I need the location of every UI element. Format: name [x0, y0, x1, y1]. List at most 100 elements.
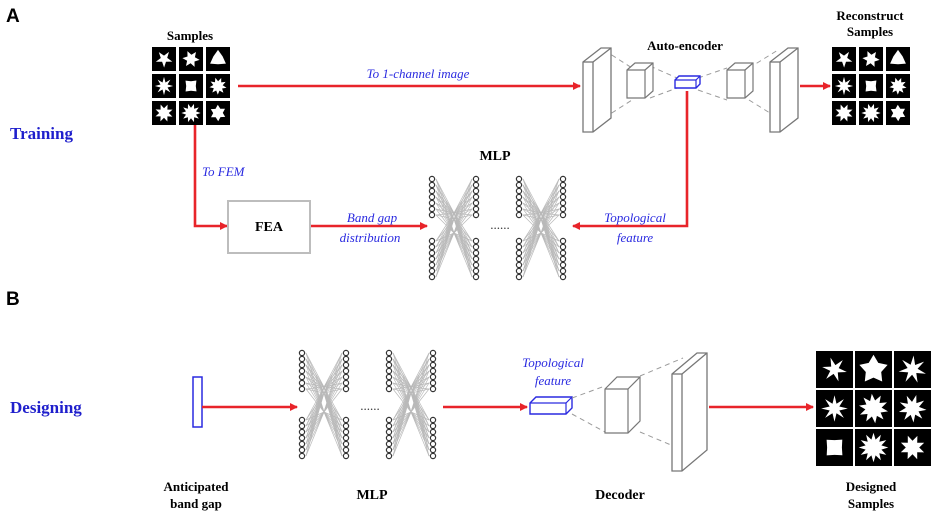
mlp-ellipsis-b: ......: [360, 398, 380, 413]
sample-shape: [890, 49, 906, 65]
mlp-node: [298, 379, 306, 387]
mlp-node: [472, 237, 480, 245]
designed-label-1: Designed: [846, 479, 897, 494]
mlp-node: [472, 261, 480, 269]
mlp-node: [428, 237, 436, 245]
mlp-node: [515, 255, 523, 263]
sample-shape: [890, 104, 906, 122]
mlp-node: [559, 193, 567, 201]
mlp-network-designing: [298, 349, 437, 460]
fea-label: FEA: [255, 220, 284, 235]
mlp-node: [428, 273, 436, 281]
mlp-node: [429, 440, 437, 448]
reconstruct-label-line2: Samples: [847, 24, 893, 39]
mlp-node: [429, 446, 437, 454]
mlp-node: [429, 373, 437, 381]
mlp-node: [385, 373, 393, 381]
mlp-node: [472, 199, 480, 207]
sample-shape: [182, 51, 200, 67]
mlp-node: [472, 181, 480, 189]
mlp-node: [342, 349, 350, 357]
mlp-node: [342, 373, 350, 381]
mlp-node: [428, 243, 436, 251]
mlp-node: [342, 422, 350, 430]
designing-title: Designing: [10, 398, 82, 417]
sample-shape: [185, 80, 197, 92]
mlp-node: [559, 199, 567, 207]
band-gap-bar: [192, 376, 203, 428]
anticipated-label-1: Anticipated: [164, 479, 230, 494]
sample-shape: [835, 104, 853, 122]
mlp-node: [298, 416, 306, 424]
panel-b-label: B: [6, 289, 20, 310]
mlp-node: [385, 446, 393, 454]
samples-label: Samples: [167, 28, 213, 43]
mlp-node: [515, 237, 523, 245]
sample-shape: [859, 393, 888, 424]
mlp-node: [428, 187, 436, 195]
sample-shape: [861, 103, 881, 123]
mlp-node: [385, 434, 393, 442]
mlp-node: [429, 379, 437, 387]
mlp-node: [342, 416, 350, 424]
mlp-node: [342, 452, 350, 460]
decoder: [571, 352, 708, 472]
designed-label-2: Samples: [848, 496, 894, 511]
autoencoder: [582, 47, 799, 133]
sample-shape: [900, 435, 925, 460]
mlp-node: [515, 267, 523, 275]
mlp-node: [385, 355, 393, 363]
mlp-node: [559, 261, 567, 269]
mlp-node: [559, 249, 567, 257]
mlp-node: [429, 385, 437, 393]
mlp-node: [385, 385, 393, 393]
mlp-node: [385, 422, 393, 430]
mlp-node: [428, 199, 436, 207]
mlp-node: [472, 273, 480, 281]
sample-shape: [822, 357, 847, 382]
mlp-node: [515, 199, 523, 207]
mlp-node: [559, 211, 567, 219]
mlp-node: [428, 211, 436, 219]
mlp-node: [428, 205, 436, 213]
mlp-node: [429, 434, 437, 442]
mlp-node: [559, 205, 567, 213]
mlp-node: [385, 367, 393, 375]
anticipated-label-2: band gap: [170, 496, 222, 511]
mlp-node: [472, 205, 480, 213]
mlp-node: [342, 428, 350, 436]
latent-feature-box: [674, 75, 701, 89]
mlp-node: [515, 187, 523, 195]
sample-shape: [154, 76, 174, 96]
sample-shape: [859, 354, 888, 382]
mlp-node: [559, 175, 567, 183]
mlp-node: [429, 422, 437, 430]
mlp-node: [428, 261, 436, 269]
reconstruct-label-line1: Reconstruct: [836, 8, 904, 23]
mlp-node: [515, 261, 523, 269]
fea-box: [227, 200, 311, 254]
decoder-label: Decoder: [595, 488, 645, 503]
mlp-node: [428, 255, 436, 263]
mlp-node: [385, 349, 393, 357]
sample-shape: [155, 51, 173, 68]
edge-feature-to-mlp: [572, 91, 689, 230]
mlp-node: [515, 175, 523, 183]
sample-shape: [898, 395, 927, 423]
mlp-node: [559, 243, 567, 251]
mlp-node: [559, 273, 567, 281]
mlp-node: [428, 193, 436, 201]
mlp-node: [298, 422, 306, 430]
mlp-node: [298, 385, 306, 393]
mlp-node: [515, 181, 523, 189]
mlp-node: [298, 349, 306, 357]
mlp-node: [515, 193, 523, 201]
designed-samples-grid: [816, 351, 931, 466]
mlp-node: [472, 255, 480, 263]
mlp-node: [342, 440, 350, 448]
mlp-node: [428, 267, 436, 275]
mlp-node: [342, 361, 350, 369]
mlp-node: [385, 428, 393, 436]
mlp-node: [298, 440, 306, 448]
mlp-node: [298, 361, 306, 369]
